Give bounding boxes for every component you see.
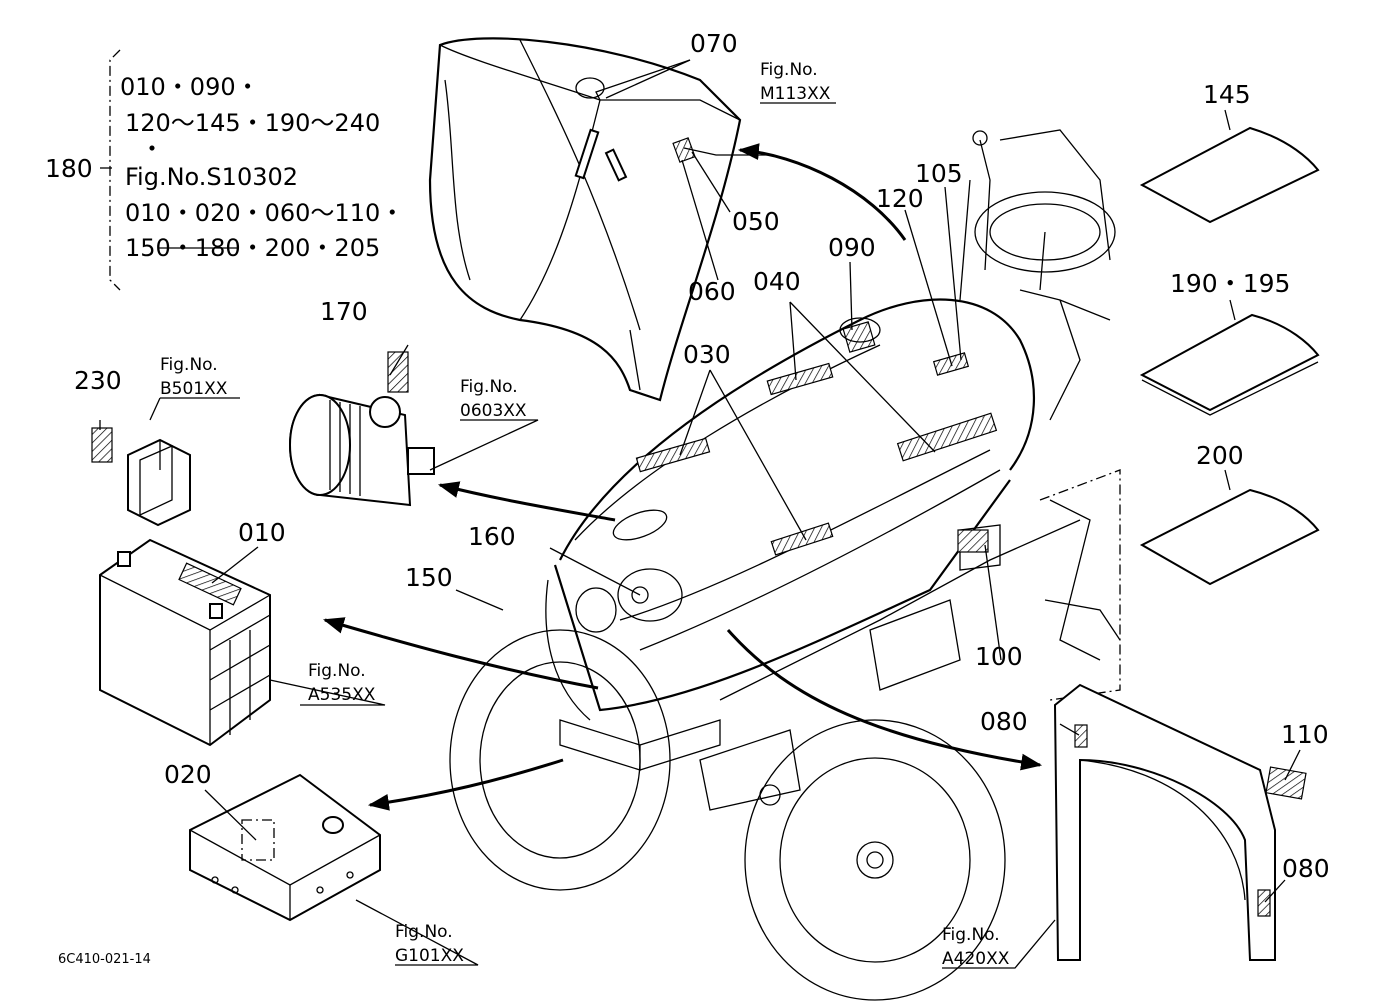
label-230: 230 xyxy=(74,366,122,395)
fig-a420-code: A420XX xyxy=(942,949,1010,969)
label-080-top: 080 xyxy=(980,707,1028,736)
bracket-part xyxy=(91,427,191,527)
label-100: 100 xyxy=(975,642,1023,671)
label-050: 050 xyxy=(732,207,780,236)
label-145: 145 xyxy=(1203,80,1251,109)
frame-plate xyxy=(189,773,381,922)
label-070: 070 xyxy=(690,29,738,58)
group-180-line-3: ・ xyxy=(140,135,164,163)
label-180: 180 xyxy=(45,154,93,183)
label-200: 200 xyxy=(1196,441,1244,470)
group-180-line-1: 010・090・ xyxy=(120,73,260,101)
group-180-line-2: 120～145・190～240 xyxy=(125,109,380,137)
tractor-body xyxy=(449,129,1121,1001)
label-190-195: 190・195 xyxy=(1170,269,1290,298)
fig-a535-code: A535XX xyxy=(308,685,376,705)
leader-lines xyxy=(99,49,1301,969)
fig-g101-code: G101XX xyxy=(395,946,464,966)
label-060: 060 xyxy=(688,277,736,306)
label-110: 110 xyxy=(1281,720,1329,749)
fig-m113-code: M113XX xyxy=(760,84,831,104)
fig-g101-prefix: Fig.No. xyxy=(395,922,453,942)
label-105: 105 xyxy=(915,159,963,188)
group-180-line-4: Fig.No.S10302 xyxy=(125,163,298,191)
label-080-bottom: 080 xyxy=(1282,854,1330,883)
fig-m113-prefix: Fig.No. xyxy=(760,60,818,80)
fig-a420-prefix: Fig.No. xyxy=(942,925,1000,945)
label-090: 090 xyxy=(828,233,876,262)
document-id: 6C410-021-14 xyxy=(58,952,151,967)
manual-sheets xyxy=(1139,126,1320,586)
label-160: 160 xyxy=(468,522,516,551)
fig-0603-code: 0603XX xyxy=(460,401,527,421)
part-number-labels: 070 050 060 120 105 090 040 030 170 230 … xyxy=(45,29,1330,883)
figure-references: Fig.No. M113XX Fig.No. B501XX Fig.No. 06… xyxy=(160,60,1010,969)
group-180-line-5: 010・020・060～110・ xyxy=(125,199,404,227)
fan-shroud xyxy=(1053,683,1307,961)
battery xyxy=(99,538,271,747)
air-cleaner xyxy=(289,351,435,507)
label-150: 150 xyxy=(405,563,453,592)
label-040: 040 xyxy=(753,267,801,296)
label-030: 030 xyxy=(683,340,731,369)
label-020: 020 xyxy=(164,760,212,789)
fig-a535-prefix: Fig.No. xyxy=(308,661,366,681)
fig-0603-prefix: Fig.No. xyxy=(460,377,518,397)
group-180-list: 010・090・ 120～145・190～240 ・ Fig.No.S10302… xyxy=(120,73,404,262)
group-180-line-6: 150・180・200・205 xyxy=(125,234,380,262)
fig-b501-prefix: Fig.No. xyxy=(160,355,218,375)
fig-b501-code: B501XX xyxy=(160,379,228,399)
label-120: 120 xyxy=(876,184,924,213)
label-010: 010 xyxy=(238,518,286,547)
label-170: 170 xyxy=(320,297,368,326)
relation-arrows xyxy=(322,143,1043,811)
